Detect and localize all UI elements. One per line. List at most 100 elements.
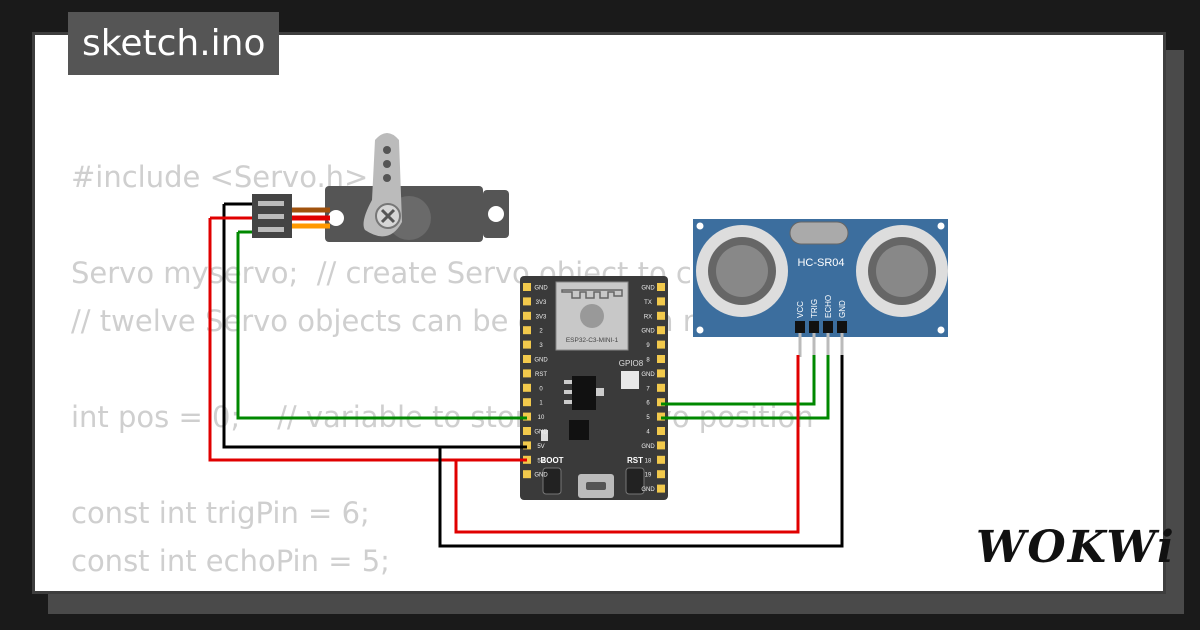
pin-label: 0 xyxy=(539,386,543,392)
sensor-pin-label: ECHO xyxy=(824,295,833,318)
esp32-c3-board[interactable]: ESP32-C3-MINI-1 GPIO8 BOOT RST GND3V33V3… xyxy=(520,276,668,500)
chip-tab xyxy=(596,388,604,396)
board-pin[interactable] xyxy=(523,441,531,450)
board-pin[interactable] xyxy=(657,326,665,335)
pin-label: 5V xyxy=(537,444,544,450)
pin-label: 6 xyxy=(646,401,650,407)
hc-sr04-sensor[interactable]: HC-SR04 VCC TRIG ECHO GND xyxy=(693,219,948,357)
rst-button[interactable] xyxy=(625,467,645,495)
chip-leg xyxy=(564,380,572,384)
wire-servo-gnd xyxy=(222,204,527,449)
mount-hole xyxy=(696,222,704,230)
sensor-pin[interactable] xyxy=(795,321,805,333)
code-line: const int echoPin = 5; xyxy=(71,544,390,578)
board-pin[interactable] xyxy=(657,340,665,349)
mount-hole xyxy=(937,222,945,230)
horn-hole xyxy=(383,160,391,168)
pin-label: GND xyxy=(641,372,655,378)
boot-label: BOOT xyxy=(540,456,563,465)
code-line: const int trigPin = 6; xyxy=(71,496,370,530)
board-pin[interactable] xyxy=(657,311,665,320)
board-pin[interactable] xyxy=(657,427,665,435)
pin-label: TX xyxy=(644,300,652,306)
pin-label: 1 xyxy=(539,401,543,407)
power-led xyxy=(541,430,548,441)
pin-label: RX xyxy=(644,314,652,320)
board-pin[interactable] xyxy=(657,484,665,493)
sensor-pin-label: GND xyxy=(838,300,847,318)
sensor-label: HC-SR04 xyxy=(797,257,844,269)
board-pin[interactable] xyxy=(657,283,665,291)
regulator-chip xyxy=(572,376,596,410)
sensor-pin[interactable] xyxy=(837,321,847,333)
mount-hole xyxy=(937,326,945,334)
espressif-logo-icon xyxy=(580,304,604,328)
pin-label: GND xyxy=(534,430,548,436)
board-pin[interactable] xyxy=(523,369,531,378)
servo-mount-hole-left xyxy=(328,210,344,226)
transducer-right-inner xyxy=(876,245,928,297)
usb-c-slot xyxy=(586,482,606,490)
horn-hole xyxy=(383,146,391,154)
board-pin[interactable] xyxy=(657,455,665,464)
antenna-trace xyxy=(561,289,623,299)
file-name-tag: sketch.ino xyxy=(68,12,280,75)
connector-pin xyxy=(258,201,284,206)
pin-label: GND xyxy=(641,286,655,292)
rgb-led xyxy=(621,371,639,389)
servo-motor[interactable] xyxy=(252,133,509,242)
wire-sensor-vcc xyxy=(454,355,800,534)
board-pin[interactable] xyxy=(523,340,531,349)
sensor-pin-leg xyxy=(840,333,844,357)
sensor-pin-label: VCC xyxy=(796,301,805,318)
pin-label: 2 xyxy=(539,329,543,335)
board-pin[interactable] xyxy=(657,398,665,407)
pin-label: 7 xyxy=(646,386,650,392)
rst-label: RST xyxy=(627,456,643,465)
pin-label: 3 xyxy=(539,343,543,349)
board-pin[interactable] xyxy=(523,283,531,291)
board-pin[interactable] xyxy=(657,441,665,450)
board-pin[interactable] xyxy=(523,398,531,407)
board-pin[interactable] xyxy=(523,470,531,479)
pin-label: 18 xyxy=(645,458,652,464)
chip-leg xyxy=(564,400,572,404)
board-pin[interactable] xyxy=(657,470,665,479)
led-label: GPIO8 xyxy=(619,359,644,368)
board-pin[interactable] xyxy=(523,297,531,306)
pin-label: 5 xyxy=(646,415,650,421)
wires xyxy=(208,202,844,548)
board-pin[interactable] xyxy=(657,355,665,363)
board-pin[interactable] xyxy=(523,326,531,335)
pin-label: GND xyxy=(534,286,548,292)
horn-hole xyxy=(383,174,391,182)
board-pin[interactable] xyxy=(523,311,531,320)
sensor-pin-leg xyxy=(798,333,802,357)
pin-label: 5V xyxy=(537,458,544,464)
wokwi-logo: WOKWi xyxy=(976,522,1176,573)
boot-button[interactable] xyxy=(542,467,562,495)
pin-label: 3V3 xyxy=(536,300,547,306)
wire-servo-signal xyxy=(236,232,527,420)
board-pin[interactable] xyxy=(523,427,531,435)
board-pin[interactable] xyxy=(657,383,665,392)
board-pin[interactable] xyxy=(523,383,531,392)
board-pin[interactable] xyxy=(523,355,531,363)
sensor-pin-leg xyxy=(826,333,830,357)
sensor-pin[interactable] xyxy=(809,321,819,333)
sensor-pin-leg xyxy=(812,333,816,357)
board-pin[interactable] xyxy=(657,297,665,306)
connector-pin xyxy=(258,227,284,232)
pin-label: RST xyxy=(535,372,547,378)
wire-trig xyxy=(661,355,816,406)
sensor-pin[interactable] xyxy=(823,321,833,333)
pin-label: GND xyxy=(534,473,548,479)
pin-label: 19 xyxy=(645,473,652,479)
chip-leg xyxy=(564,390,572,394)
sensor-pin-label: TRIG xyxy=(810,299,819,318)
pin-label: 8 xyxy=(646,358,650,364)
board-pin[interactable] xyxy=(657,369,665,378)
